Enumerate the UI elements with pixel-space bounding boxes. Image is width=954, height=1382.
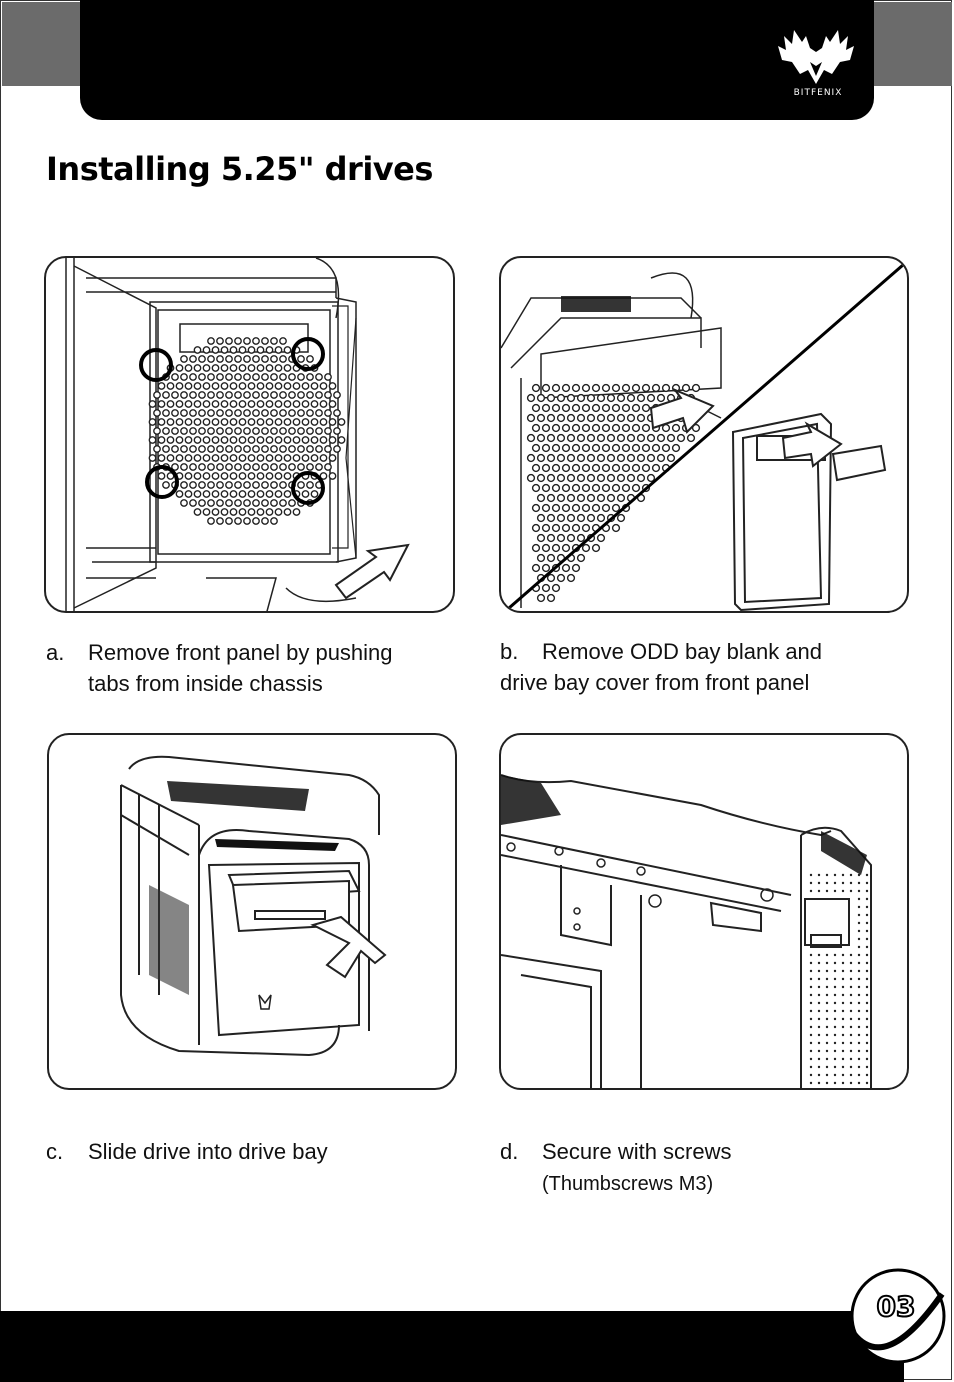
brand-wordmark: BITFENIX xyxy=(793,88,843,98)
step-text-line: Remove front panel by pushing xyxy=(88,640,393,665)
front-panel-removal-drawing xyxy=(501,259,907,611)
step-text-line: tabs from inside chassis xyxy=(88,671,323,696)
step-text-line: Slide drive into drive bay xyxy=(88,1139,328,1164)
step-letter: d. xyxy=(500,1139,519,1164)
page-number: 03 xyxy=(877,1290,916,1323)
drive-insertion-drawing xyxy=(120,755,387,1057)
step-a-illustration xyxy=(44,256,455,613)
step-a-caption: a. Remove front panel by pushing tabs fro… xyxy=(46,637,393,699)
step-letter: c. xyxy=(46,1139,64,1164)
step-letter: a. xyxy=(46,640,65,665)
header-bar xyxy=(80,0,874,120)
chassis-front-view-drawing xyxy=(65,258,410,611)
step-d-illustration xyxy=(499,733,909,1090)
drive-screw-drawing xyxy=(501,774,872,1088)
step-text-line: Remove ODD bay blank and xyxy=(542,639,823,664)
bitfenix-logo-icon xyxy=(778,30,854,84)
footer-bar xyxy=(0,1311,904,1382)
step-text-line: Secure with screws xyxy=(542,1139,732,1164)
step-b-caption: b. Remove ODD bay blank and drive bay cov… xyxy=(500,636,822,698)
corner-tab-right xyxy=(874,2,952,86)
step-b-illustration xyxy=(499,256,909,613)
step-subtext: (Thumbscrews M3) xyxy=(542,1173,714,1195)
arrow-icon xyxy=(649,387,715,434)
step-letter: b. xyxy=(500,639,519,664)
step-c-caption: c. Slide drive into drive bay xyxy=(46,1136,328,1167)
corner-tab-left xyxy=(2,2,80,86)
arrow-icon xyxy=(310,915,387,979)
step-d-caption: d. Secure with screws (Thumbscrews M3) xyxy=(500,1136,732,1200)
page-title: Installing 5.25" drives xyxy=(46,150,433,188)
arrow-icon xyxy=(334,543,410,600)
step-text-line: drive bay cover from front panel xyxy=(500,670,810,695)
step-c-illustration xyxy=(47,733,457,1090)
arrow-icon xyxy=(781,421,843,468)
page-number-badge: 03 xyxy=(850,1268,946,1364)
